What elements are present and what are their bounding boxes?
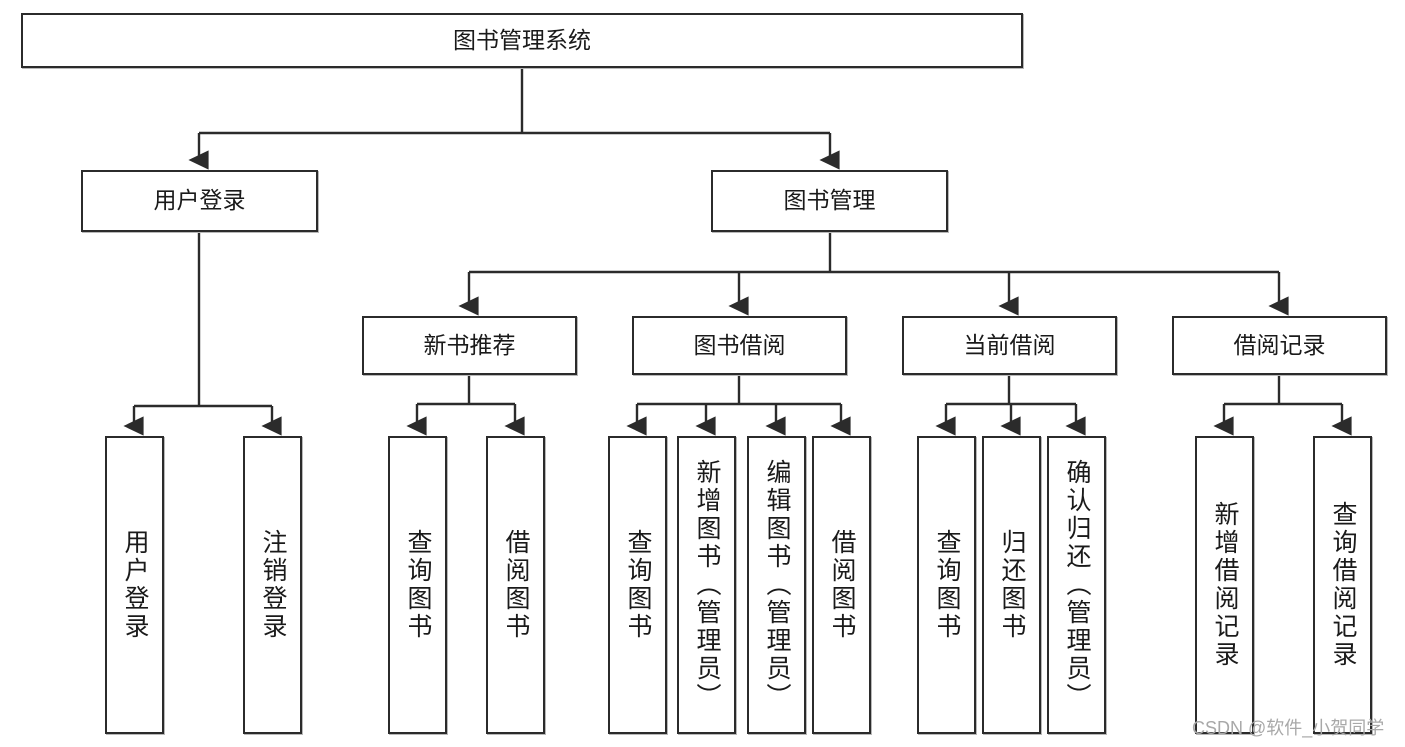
node-label: 用户登录 [121, 529, 149, 641]
node-leaf-borrow-book-newbook[interactable]: 借阅图书 [486, 436, 545, 734]
node-new-book-recommend[interactable]: 新书推荐 [362, 316, 577, 375]
node-leaf-return-book[interactable]: 归还图书 [982, 436, 1041, 734]
node-leaf-query-book-current[interactable]: 查询图书 [917, 436, 976, 734]
csdn-watermark: CSDN @软件_小贺同学 [1192, 718, 1385, 738]
node-label: 查询图书 [624, 529, 652, 641]
node-label: 新增图书（管理员） [693, 459, 721, 711]
node-leaf-add-book[interactable]: 新增图书（管理员） [677, 436, 736, 734]
node-leaf-edit-book[interactable]: 编辑图书（管理员） [747, 436, 806, 734]
node-label: 归还图书 [998, 529, 1026, 641]
node-label: 注销登录 [259, 529, 287, 641]
node-label: 图书管理系统 [453, 26, 591, 53]
node-root-system[interactable]: 图书管理系统 [21, 13, 1023, 68]
node-book-borrow[interactable]: 图书借阅 [632, 316, 847, 375]
node-label: 借阅图书 [502, 529, 530, 641]
node-current-borrow[interactable]: 当前借阅 [902, 316, 1117, 375]
node-label: 编辑图书（管理员） [763, 459, 791, 711]
node-leaf-query-borrow-record[interactable]: 查询借阅记录 [1313, 436, 1372, 734]
node-book-manage[interactable]: 图书管理 [711, 170, 948, 232]
node-leaf-confirm-return[interactable]: 确认归还（管理员） [1047, 436, 1106, 734]
node-label: 查询借阅记录 [1329, 501, 1357, 669]
node-label: 查询图书 [404, 529, 432, 641]
node-label: 新增借阅记录 [1211, 501, 1239, 669]
node-label: 确认归还（管理员） [1063, 459, 1091, 711]
node-label: 查询图书 [933, 529, 961, 641]
node-label: 借阅图书 [828, 529, 856, 641]
node-label: 借阅记录 [1233, 331, 1326, 358]
node-leaf-logout[interactable]: 注销登录 [243, 436, 302, 734]
node-borrow-record[interactable]: 借阅记录 [1172, 316, 1387, 375]
node-leaf-add-borrow-record[interactable]: 新增借阅记录 [1195, 436, 1254, 734]
node-label: 用户登录 [153, 187, 246, 214]
node-user-login[interactable]: 用户登录 [81, 170, 318, 232]
node-leaf-user-login[interactable]: 用户登录 [105, 436, 164, 734]
node-leaf-query-book-newbook[interactable]: 查询图书 [388, 436, 447, 734]
node-leaf-query-book-borrow[interactable]: 查询图书 [608, 436, 667, 734]
node-label: 新书推荐 [423, 331, 516, 358]
node-label: 图书借阅 [693, 331, 786, 358]
node-label: 图书管理 [783, 187, 876, 214]
node-leaf-borrow-book[interactable]: 借阅图书 [812, 436, 871, 734]
node-label: 当前借阅 [963, 331, 1056, 358]
